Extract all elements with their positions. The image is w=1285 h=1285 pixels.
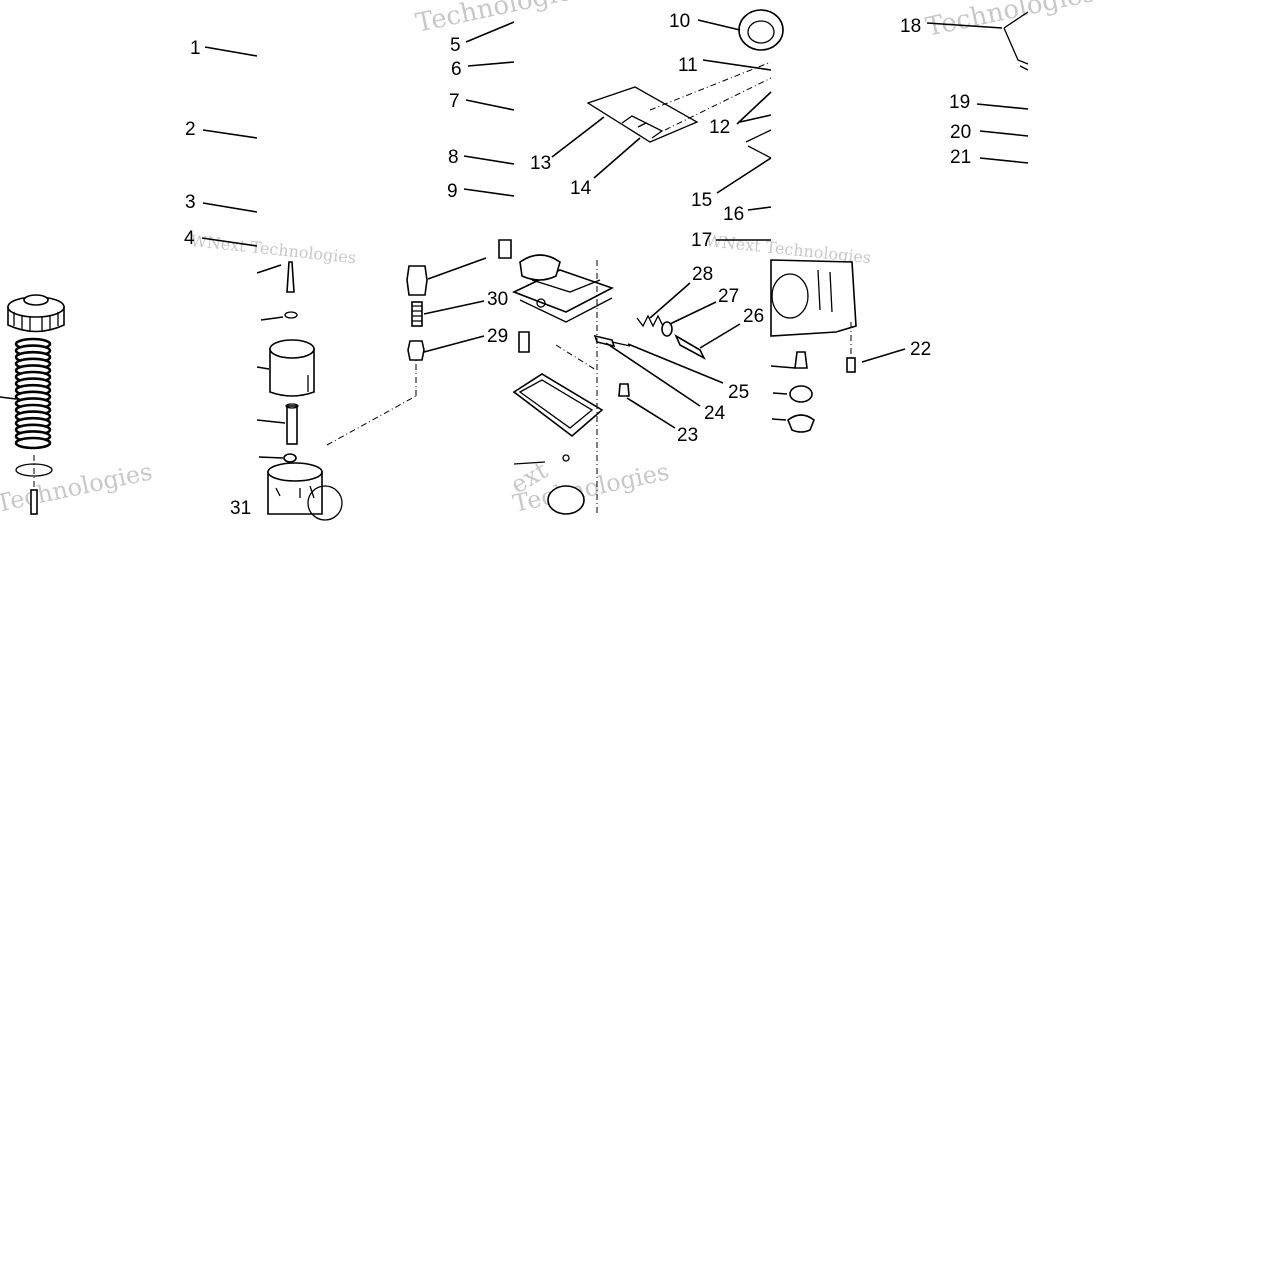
callout-label: 19 xyxy=(949,92,970,113)
part-spring xyxy=(14,337,52,450)
panel-bottom-left xyxy=(0,294,65,515)
watermark-text: Technologies xyxy=(0,457,155,517)
part-15 xyxy=(716,129,772,194)
callout-label: 29 xyxy=(487,326,508,347)
watermark-text: Technologies xyxy=(413,0,588,39)
callout-label: 27 xyxy=(718,286,739,307)
callout-label: 9 xyxy=(447,181,458,202)
part-slide xyxy=(256,339,315,397)
part-13-gasket xyxy=(551,61,772,179)
part-fitting xyxy=(406,257,487,361)
callout-label: 25 xyxy=(728,382,749,403)
part-jet xyxy=(256,403,299,445)
callout-labels: 1 2 3 4 5 6 7 8 9 10 11 12 13 14 15 16 1… xyxy=(184,11,971,519)
callout-label: 17 xyxy=(691,230,712,251)
callout-label: 30 xyxy=(487,289,508,310)
callout-label: 14 xyxy=(570,178,592,199)
part-needle xyxy=(256,261,295,293)
callout-label: 18 xyxy=(900,16,921,37)
watermark-text: WNext Technologies xyxy=(190,231,357,267)
callout-label: 11 xyxy=(678,55,698,76)
callout-label: 21 xyxy=(950,147,971,168)
callout-label: 2 xyxy=(185,119,196,140)
callout-label: 6 xyxy=(451,59,462,80)
callout-label: 7 xyxy=(449,91,460,112)
part-carb-top xyxy=(511,254,615,323)
panel-top-right xyxy=(551,9,784,241)
callout-label: 26 xyxy=(743,306,764,327)
part-seat xyxy=(15,455,53,515)
callout-label: 13 xyxy=(530,153,551,174)
callout-label: 4 xyxy=(184,228,195,249)
spring-coil xyxy=(14,436,52,450)
callout-label: 22 xyxy=(910,339,931,360)
callout-label: 20 xyxy=(950,122,971,143)
callout-label: 5 xyxy=(450,35,461,56)
callout-label: 24 xyxy=(704,403,726,424)
part-carb-body xyxy=(267,462,343,521)
callout-label: 16 xyxy=(723,204,744,225)
callout-label: 28 xyxy=(692,264,713,285)
part-gasket xyxy=(512,373,604,438)
callout-label: 12 xyxy=(709,117,730,138)
part-cap xyxy=(7,294,65,333)
part-float-bowl xyxy=(770,259,857,337)
callout-label: 8 xyxy=(448,147,459,168)
part-10 xyxy=(697,9,784,51)
callout-label: 3 xyxy=(185,192,196,213)
panel-bottom-center xyxy=(256,239,512,521)
panel-top-center xyxy=(463,21,515,197)
watermark-text: Technologies xyxy=(923,0,1098,43)
panel-bottom-right xyxy=(511,254,741,515)
panel-top-left xyxy=(201,46,258,247)
callout-label: 15 xyxy=(691,190,712,211)
panel-bottom-far-right xyxy=(770,259,906,433)
callout-label: 23 xyxy=(677,425,698,446)
callout-label: 10 xyxy=(669,11,690,32)
callout-label: 1 xyxy=(190,38,201,59)
panel-top-far-right xyxy=(926,11,1029,164)
part-float xyxy=(513,454,585,515)
callout-label: 31 xyxy=(230,498,251,519)
part-screw xyxy=(593,334,631,348)
